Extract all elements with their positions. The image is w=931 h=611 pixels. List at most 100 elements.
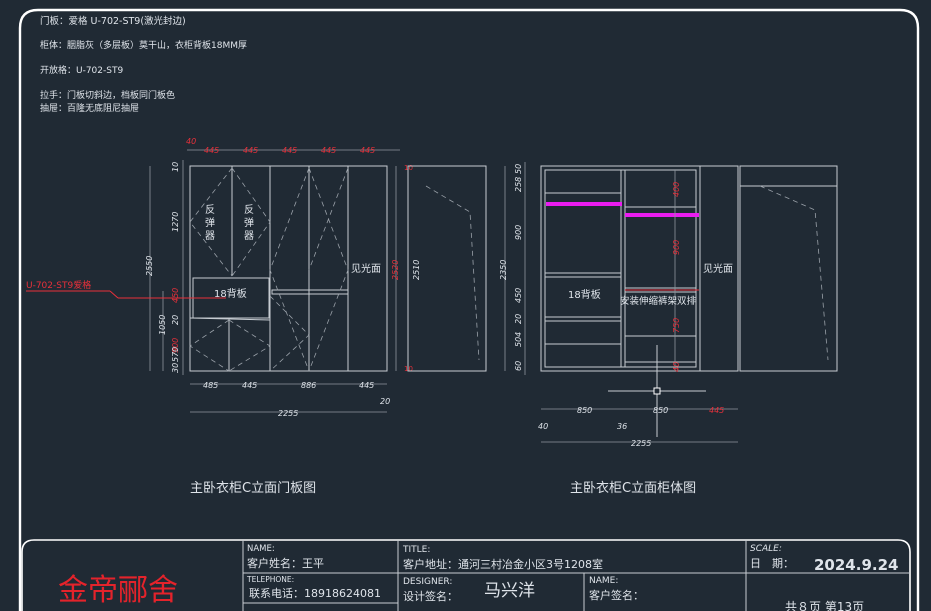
rebound-label-1a: 反 [205,204,215,216]
rebound-label-2b: 弹 [244,216,254,229]
cab-inner-dim-40: 40 [672,362,681,372]
phone-number: 联系电话：18918624081 [249,587,381,600]
cursor-pickbox[interactable] [653,387,661,395]
top-dim-3: 445 [282,146,297,155]
top-dim-5: 445 [360,146,375,155]
company-name: 金帝郦舍 [58,573,178,608]
cab-dim-258: 258 [514,177,523,192]
designer-name: 马兴洋 [484,581,535,601]
cab-shelf-low [544,316,622,322]
customer-sign-label: 客户签名： [589,588,644,602]
title-block-frame [21,539,911,611]
drawing-date: 2024.9.24 [814,556,898,574]
bottom-dim-445b: 445 [359,381,374,390]
cabinet-elevation-title: 主卧衣柜C立面柜体图 [570,480,696,496]
cab-dim-50: 50 [514,164,523,174]
door-swing [231,167,271,277]
cab-inner-dim-900: 900 [672,240,681,255]
door-elevation: 40 445 445 445 445 445 2550 1050 10 1270… [26,137,487,496]
left-dim-900: 900 [171,338,180,353]
side-height-2510: 2510 [412,260,421,280]
rebound-label-2c: 器 [244,230,254,242]
cab-dim-450: 450 [514,288,523,303]
title-label: TITLE: [402,545,430,555]
cab-dim-900: 900 [514,225,523,240]
door-elevation-title: 主卧衣柜C立面门板图 [190,480,316,496]
note-handle: 拉手：门板切斜边，档板同门板色 [40,89,175,101]
callout-leader [109,290,119,299]
cab-dim-20: 20 [514,314,523,324]
date-label: 日 期： [750,557,794,570]
lower-rail [189,317,271,321]
left-dim-30: 30 [171,363,180,373]
door-swing [189,167,233,277]
left-dim-1050: 1050 [158,315,167,335]
left-dim-1270: 1270 [171,212,180,232]
page-number: 共８页 第13页 [785,600,864,611]
hanging-rail-right [625,213,699,217]
designer-sign-label: 设计签名： [403,589,458,603]
hanging-rail-left [546,202,622,206]
top-dim-offset: 40 [186,137,196,146]
cab-bottom-dim-850b: 850 [653,406,668,415]
drawer-top-rail [271,289,349,295]
cab-back-panel-label: 18背板 [568,288,601,301]
telephone-label: TELEPHONE: [246,575,294,584]
bottom-dim-485: 485 [203,381,218,390]
back-panel-label: 18背板 [214,287,247,300]
cab-inner-dim-750: 750 [672,318,681,333]
material-callout: U-702-ST9爱格 [26,279,91,291]
door-swing [189,319,230,372]
cab-side-view [739,165,838,372]
left-dim-20: 20 [171,315,180,325]
cab-bottom-sub-36: 36 [617,422,627,431]
door-swing [269,167,310,372]
trouser-rack-label: 安装伸缩裤架双排 [620,295,697,307]
top-dim-2: 445 [243,146,258,155]
bottom-dim-886: 886 [301,381,316,390]
cab-bottom-sub-40: 40 [538,422,548,431]
cab-bottom-dim-850a: 850 [577,406,592,415]
side-view-outline [407,165,487,372]
door-outline [189,165,388,372]
door-swing [308,167,349,271]
cab-inner-dim-400: 400 [672,182,681,197]
cab-dim-504: 504 [514,332,523,347]
top-dim-1: 445 [204,146,219,155]
scale-label: SCALE: [750,544,782,554]
door-swing [269,295,310,372]
name-label: NAME: [247,544,275,554]
rebound-label-1b: 弹 [205,216,215,229]
visible-face-label: 见光面 [351,262,381,275]
cab-bottom-dim-445: 445 [709,406,724,415]
designer-label: DESIGNER: [403,577,452,587]
cab-dim-2350: 2350 [499,260,508,280]
cab-dim-60: 60 [514,361,523,371]
left-dim-10: 10 [171,162,180,172]
note-carcass: 柜体：胭脂灰（多层板）莫干山，衣柜背板18MM厚 [40,39,247,51]
note-drawer: 抽屉：百隆无底阻尼抽屉 [40,102,139,114]
side-height-2520: 2520 [391,260,400,280]
customer-name: 客户姓名：王平 [247,556,324,570]
side-door-swing [425,185,480,361]
name-label-2: NAME: [589,576,618,586]
cab-overall-width: 2255 [631,439,651,448]
bottom-dim-445: 445 [242,381,257,390]
left-dim-2550: 2550 [145,256,154,276]
cab-visible-face-label: 见光面 [703,262,733,275]
cab-side-door-swing [759,185,829,361]
drawing-frame [18,8,920,611]
cab-side-panel [699,165,739,372]
door-swing [228,319,271,372]
overall-width-2255: 2255 [278,409,298,418]
rebound-label-2a: 反 [244,204,254,216]
note-door-panel: 门板：爱格 U-702-ST9(激光封边) [40,15,186,27]
notes-block: 门板：爱格 U-702-ST9(激光封边) 柜体：胭脂灰（多层板）莫干山，衣柜背… [40,15,247,114]
left-dim-450: 450 [171,288,180,303]
cab-shelf-mid [544,272,622,278]
cabinet-elevation: 2350 50 258 900 450 20 504 60 400 900 75… [499,162,838,496]
top-dim-4: 445 [321,146,336,155]
rebound-label-1c: 器 [205,230,215,242]
customer-address: 客户地址：通河三村冶金小区3号1208室 [403,557,603,571]
